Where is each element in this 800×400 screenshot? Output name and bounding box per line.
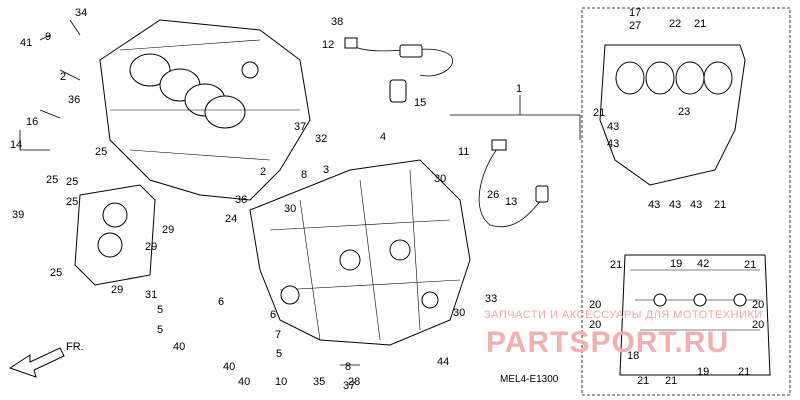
callout: 43: [690, 199, 702, 211]
callout: 25: [66, 176, 78, 188]
callout: 11: [458, 146, 469, 158]
callout: 25: [46, 174, 58, 186]
callout: 6: [270, 309, 276, 321]
callout: 25: [66, 196, 78, 208]
callout: 20: [752, 299, 764, 311]
callout: 21: [610, 259, 622, 271]
front-label: FR.: [66, 341, 84, 353]
watermark-tagline: ЗАПЧАСТИ И АКСЕССУАРЫ ДЛЯ МОТОТЕХНИКИ: [484, 309, 763, 321]
lower-crankcase: [249, 159, 471, 346]
callout: 36: [68, 94, 80, 106]
callout: 15: [414, 97, 426, 109]
callout: 22: [669, 18, 681, 30]
sensor-wire-15: [344, 37, 453, 103]
callout: 16: [26, 116, 38, 128]
callout: 21: [637, 375, 649, 387]
callout: 40: [238, 376, 250, 388]
callout: 20: [589, 299, 601, 311]
callout: 20: [589, 319, 601, 331]
callout: 5: [157, 324, 163, 336]
callout: 19: [697, 366, 709, 378]
callout: 40: [173, 341, 185, 353]
callout: 33: [485, 293, 497, 305]
callout: 28: [348, 376, 360, 388]
callout: 27: [629, 20, 641, 32]
callout: 21: [714, 199, 726, 211]
callout: 40: [223, 361, 235, 373]
callout: 30: [434, 173, 446, 185]
callout: 21: [593, 107, 605, 119]
callout: 17: [629, 7, 641, 19]
callout: 43: [607, 138, 619, 150]
callout: 29: [162, 224, 174, 236]
callout: 26: [487, 189, 499, 201]
callout: 12: [322, 39, 334, 51]
callout: 35: [313, 376, 325, 388]
front-arrow: FR.: [8, 341, 84, 378]
upper-crankcase: [99, 19, 311, 201]
callout: 29: [111, 284, 123, 296]
callout: 30: [284, 203, 296, 215]
callout: 18: [627, 350, 639, 362]
callout: 2: [260, 166, 266, 178]
callout: 4: [380, 131, 386, 143]
callout: 2: [60, 71, 66, 83]
crankcase-assembly-box: [581, 7, 791, 396]
callout: 30: [453, 307, 465, 319]
callout: 37: [343, 380, 355, 392]
callout: 6: [218, 296, 224, 308]
watermark-brand: PARTSPORT.RU: [486, 326, 729, 359]
sensor-wire-11: [478, 139, 549, 228]
callout: 8: [345, 361, 351, 373]
callout: 31: [145, 289, 157, 301]
callout: 3: [323, 164, 329, 176]
callout: 32: [315, 133, 327, 145]
diagram-code: MEL4-E1300: [500, 374, 559, 385]
callout: 5: [157, 304, 163, 316]
callout: 34: [75, 7, 87, 19]
callout: 36: [235, 194, 247, 206]
callout: 38: [331, 16, 343, 28]
callout: 5: [276, 348, 282, 360]
callout: 41: [20, 37, 32, 49]
callout: 25: [95, 146, 107, 158]
callout: 43: [648, 199, 660, 211]
callout: 25: [50, 267, 62, 279]
cover-plate: [74, 184, 156, 286]
callout: 1: [516, 83, 522, 95]
callout: 39: [12, 209, 24, 221]
callout: 43: [669, 199, 681, 211]
callout: 19: [670, 258, 682, 270]
callout: 42: [697, 258, 709, 270]
callout: 10: [275, 376, 287, 388]
callout: 13: [505, 196, 517, 208]
callout: 23: [678, 106, 690, 118]
callout: 21: [665, 375, 677, 387]
callout: 44: [437, 356, 449, 368]
callout: 24: [225, 213, 237, 225]
callout: 43: [607, 121, 619, 133]
callout: 14: [10, 139, 22, 151]
callout: 21: [694, 18, 706, 30]
callout: 37: [294, 121, 306, 133]
callout: 21: [738, 366, 750, 378]
callouts: 1 2 2 3 4 5 5 5 6 6 7 8 8 9 10 11 12 13 …: [10, 7, 764, 392]
callout: 21: [744, 259, 756, 271]
callout: 29: [145, 241, 157, 253]
callout: 7: [275, 329, 281, 341]
callout: 8: [301, 169, 307, 181]
callout: 9: [45, 31, 51, 43]
callout: 20: [752, 319, 764, 331]
